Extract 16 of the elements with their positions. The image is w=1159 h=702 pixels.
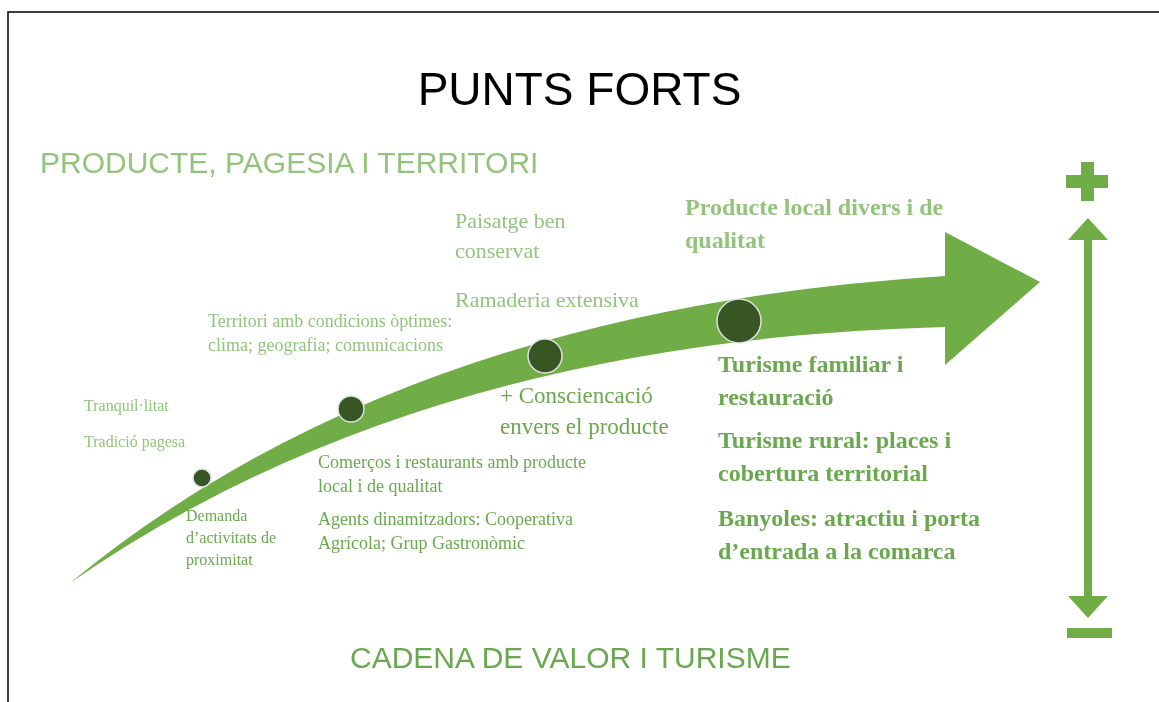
note-text: Paisatge ben conservat [455, 207, 567, 265]
heading: CADENA DE VALOR I TURISME [350, 640, 791, 676]
title: PUNTS FORTS [416, 62, 743, 117]
note-text: Agents dinamitzadors: Cooperativa Agrícola; Grup Gastronòmic [318, 508, 574, 556]
note-text: Tranquil·litat [84, 396, 170, 417]
note-text: Territori amb condicions òptimes: clima; geografia; comunicacions [208, 310, 454, 358]
note-text: Banyoles: atractiu i porta d’entrada a la comarca [718, 504, 981, 566]
note-text: Ramaderia extensiva [455, 286, 640, 314]
heading: PRODUCTE, PAGESIA I TERRITORI [40, 145, 539, 181]
note-text: + Consciencació envers el producte [500, 382, 670, 442]
note-text: Producte local divers i de qualitat [685, 193, 945, 255]
note-text: Demanda d’activitats de proximitat [186, 506, 278, 571]
note-text: Tradició pagesa [84, 432, 187, 453]
note-text: Comerços i restaurants amb producte local i de qualitat [318, 451, 587, 499]
note-text: Turisme rural: places i cobertura territorial [718, 426, 953, 488]
note-text: Turisme familiar i restauració [718, 350, 905, 412]
